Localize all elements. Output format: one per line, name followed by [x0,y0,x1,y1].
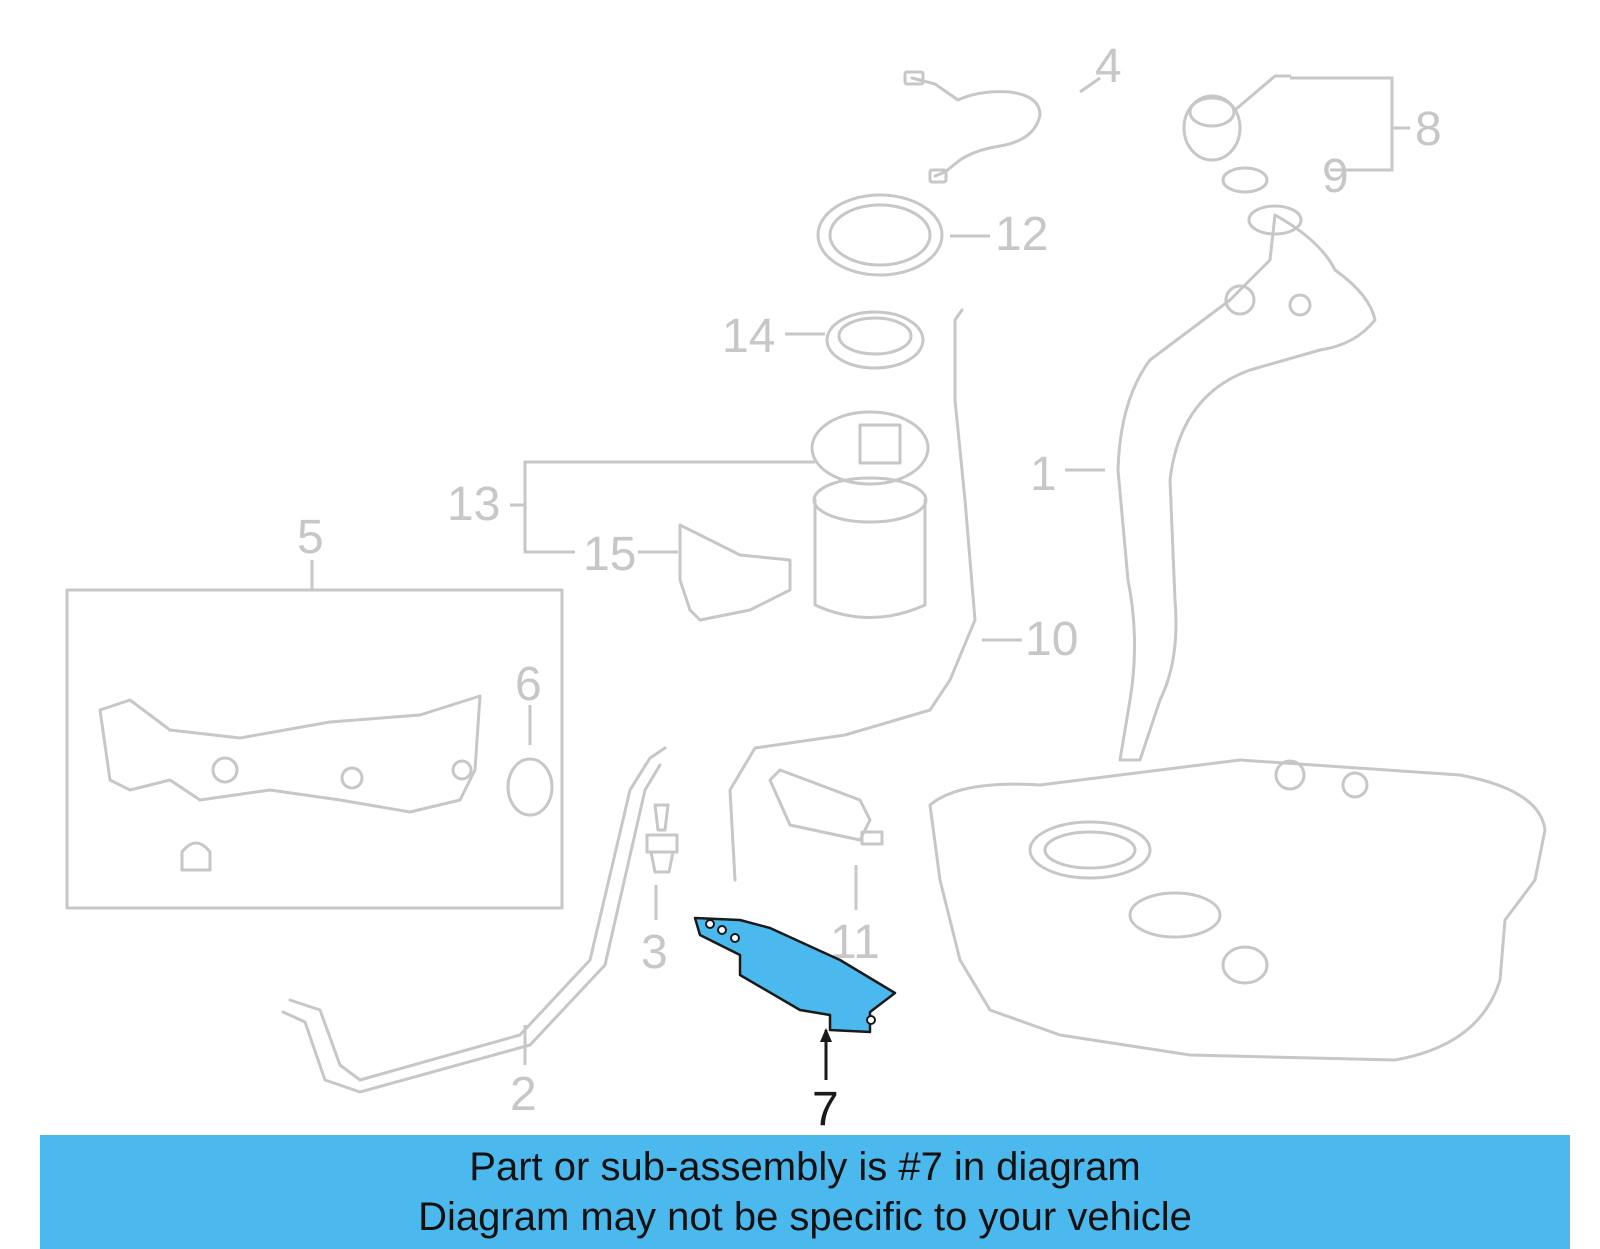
caption-banner: Part or sub-assembly is #7 in diagram Di… [40,1135,1570,1249]
bolt-part [645,803,679,874]
caption-line-1: Part or sub-assembly is #7 in diagram [469,1145,1141,1189]
callout-2: 2 [510,1068,537,1121]
lock-ring-part [816,193,944,277]
callout-12: 12 [995,208,1048,261]
wiring-harness-part [903,70,1042,184]
heat-shield-inset-box [65,588,564,910]
clip-part [506,757,554,817]
fuel-cap-part [1182,74,1292,194]
callout-5: 5 [297,511,324,564]
fuel-pump-module-part [810,410,930,619]
caption-line-2: Diagram may not be specific to your vehi… [418,1195,1192,1239]
callout-6: 6 [515,658,542,711]
callout-15: 15 [583,528,636,581]
tank-strap-part [281,746,667,1094]
callout-14: 14 [722,310,775,363]
callout-7-arrowhead [820,1028,832,1042]
fuel-filter-part [768,768,884,846]
callout-4-leader [1079,76,1101,94]
callout-13: 13 [447,478,500,531]
callout-4: 4 [1095,40,1122,93]
vent-line-part [728,308,977,882]
callout-7: 7 [812,1083,839,1136]
callout-13-leader [510,460,815,554]
callout-3: 3 [641,926,668,979]
callout-8-leader [1290,76,1410,172]
heat-shield-part [98,694,482,872]
pump-seal-part [825,310,925,370]
callout-9: 9 [1322,150,1349,203]
filler-neck-part [1116,204,1377,762]
callout-10: 10 [1025,613,1078,666]
callout-8: 8 [1415,103,1442,156]
highlighted-part-7 [693,916,897,1034]
pump-bracket-part [678,523,792,622]
fuel-tank-body [928,758,1547,1062]
callout-1: 1 [1030,448,1057,501]
